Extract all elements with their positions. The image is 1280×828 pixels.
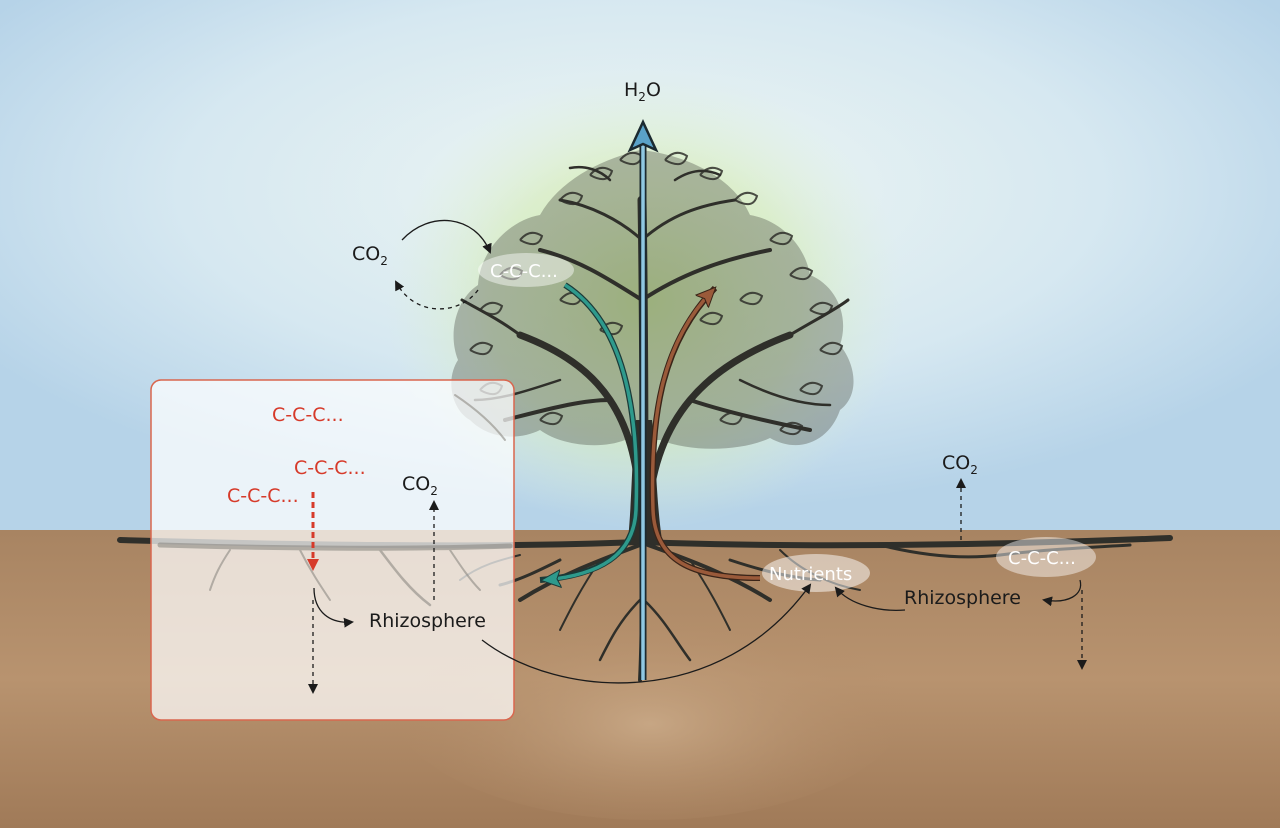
- carbon-allocation-arrow: [545, 283, 639, 580]
- carbon-soil-right-label: C-C-C...: [1008, 548, 1076, 569]
- carbon-soil-pill: [996, 537, 1096, 577]
- faded-roots: [157, 394, 513, 607]
- co2-uptake-arrow: [401, 219, 492, 254]
- tree-canopy: [451, 150, 854, 449]
- co2-soil-box-label: CO2: [402, 473, 438, 498]
- rhizosphere-left-label: Rhizosphere: [369, 610, 486, 632]
- rhizosphere-left-arrow: [313, 587, 354, 628]
- soil-glow: [390, 580, 910, 820]
- co2-respiration-arrow: [395, 280, 479, 310]
- carbon-leaf-pill: [478, 253, 574, 287]
- co2-soil-right-label: CO2: [942, 452, 978, 477]
- rhizosphere-to-nutrients-arrow: [481, 583, 812, 684]
- rhizosphere-right-label: Rhizosphere: [904, 587, 1021, 609]
- nutrients-pill: [762, 554, 870, 592]
- rhizosphere-right-arrow: [834, 586, 906, 611]
- carbon-box-label-2: C-C-C...: [294, 457, 366, 479]
- carbon-box-label-3: C-C-C...: [227, 485, 299, 507]
- water-arrow-head: [627, 119, 659, 153]
- co2-leaf-label: CO2: [352, 243, 388, 268]
- nutrient-uptake-arrow: [650, 290, 761, 580]
- carbon-soil-to-rhizosphere-arrow: [1042, 579, 1082, 607]
- carbon-box-label-1: C-C-C...: [272, 404, 344, 426]
- nutrients-label: Nutrients: [769, 564, 852, 585]
- h2o-label: H2O: [624, 79, 661, 104]
- carbon-leaf-label: C-C-C...: [490, 261, 558, 282]
